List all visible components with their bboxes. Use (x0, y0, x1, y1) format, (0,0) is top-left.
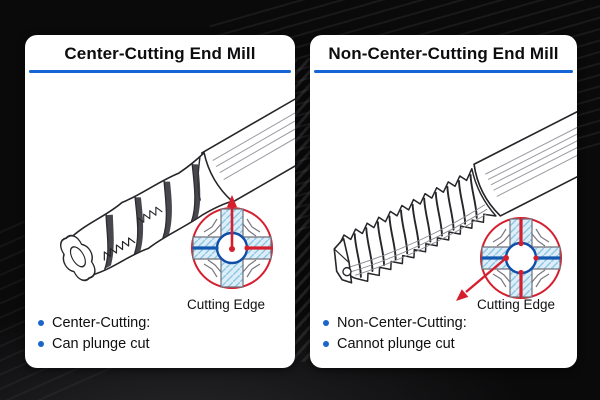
bullet-text: Non-Center-Cutting: (337, 315, 467, 331)
card-non-center-cutting: Non-Center-Cutting End Mill (310, 35, 577, 368)
bullet-dot (38, 320, 44, 326)
bullet-dot (38, 341, 44, 347)
non-center-cutting-end-mill-illustration (333, 93, 577, 284)
card-title: Non-Center-Cutting End Mill (328, 44, 559, 63)
cutting-edge-label: Cutting Edge (187, 297, 266, 312)
title-divider (29, 70, 291, 73)
center-cutting-end-mill-illustration (60, 75, 295, 282)
center-cutting-cross-section-diagram (191, 195, 273, 289)
bullet-dot (323, 320, 329, 326)
bullet-text: Can plunge cut (52, 336, 150, 352)
bullet-item: Center-Cutting: (38, 315, 150, 331)
title-divider (314, 70, 573, 73)
bullet-list: Non-Center-Cutting: Cannot plunge cut (323, 315, 467, 357)
bullet-text: Cannot plunge cut (337, 336, 455, 352)
card-center-cutting: Center-Cutting End Mill (25, 35, 295, 368)
bullet-item: Can plunge cut (38, 336, 150, 352)
card-title: Center-Cutting End Mill (64, 44, 256, 63)
bullet-item: Non-Center-Cutting: (323, 315, 467, 331)
non-center-cutting-cross-section-diagram (456, 217, 562, 301)
cutting-edge-label: Cutting Edge (477, 297, 556, 312)
bullet-list: Center-Cutting: Can plunge cut (38, 315, 150, 357)
bullet-item: Cannot plunge cut (323, 336, 467, 352)
bullet-text: Center-Cutting: (52, 315, 151, 331)
bullet-dot (323, 341, 329, 347)
